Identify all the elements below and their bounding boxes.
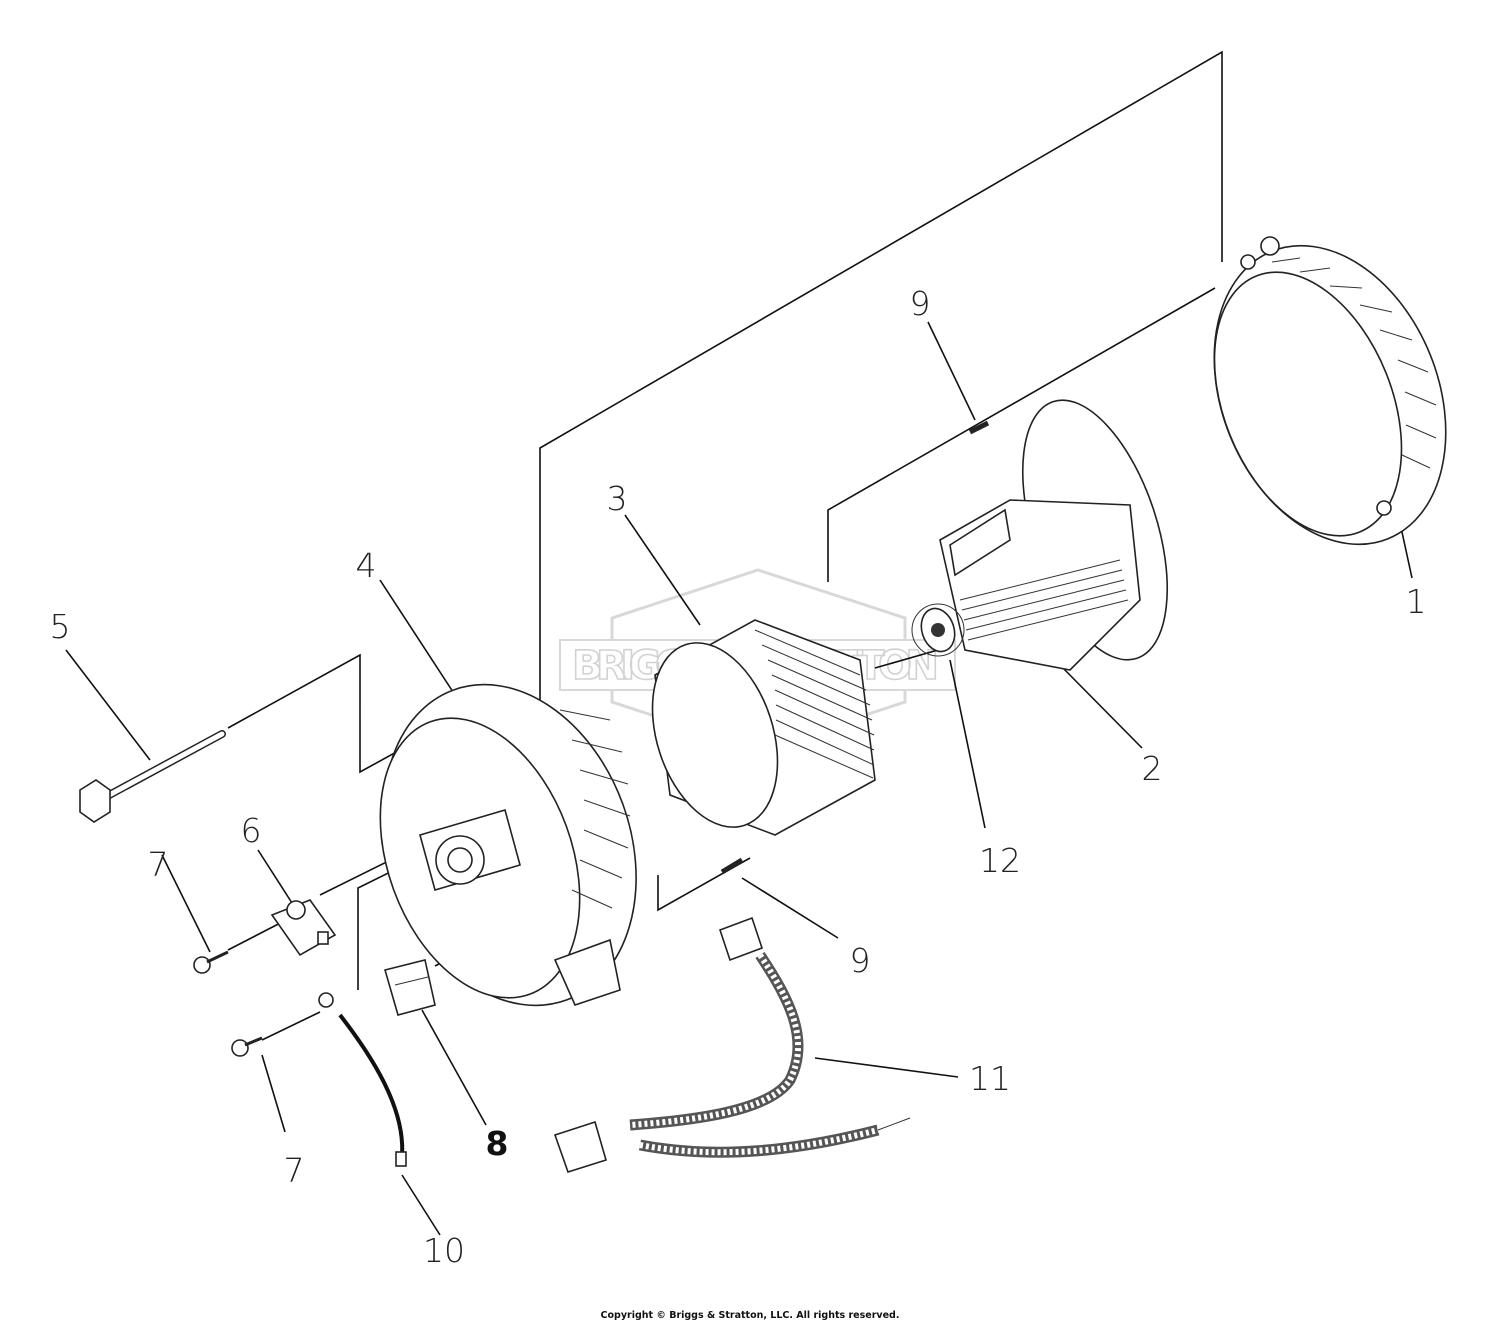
rear-housing-ring-icon xyxy=(1213,236,1447,546)
callout-label: 2 xyxy=(1142,749,1163,788)
wire-harness-icon xyxy=(553,916,911,1173)
screw-icon xyxy=(193,950,229,974)
callout-label: 10 xyxy=(423,1231,465,1270)
stator-coil-icon xyxy=(651,619,876,836)
callout-label: 3 xyxy=(607,479,628,518)
callout-label: 7 xyxy=(284,1151,305,1190)
brush-holder-icon xyxy=(270,899,337,957)
callout-label: 1 xyxy=(1406,582,1427,621)
callout-label: 4 xyxy=(356,546,377,585)
screw-icon xyxy=(231,1036,263,1057)
dowel-pin-icon xyxy=(720,857,744,875)
dowel-pin-icon xyxy=(968,420,990,435)
capacitor-block-icon xyxy=(384,959,436,1016)
rotor-with-fan-icon xyxy=(920,399,1169,671)
bearing-icon xyxy=(911,603,965,657)
ground-wire-icon xyxy=(318,992,407,1167)
callout-label: 5 xyxy=(50,607,71,646)
front-housing-icon xyxy=(379,683,637,1007)
through-bolt-icon xyxy=(79,730,226,823)
copyright-notice: Copyright © Briggs & Stratton, LLC. All … xyxy=(600,1310,900,1321)
callout-label: 12 xyxy=(979,841,1021,880)
callout-label: 9 xyxy=(850,941,871,980)
callout-label: 8 xyxy=(486,1124,509,1163)
callout-label: 9 xyxy=(910,284,931,323)
callout-label: 11 xyxy=(969,1059,1011,1098)
callout-label: 6 xyxy=(241,811,262,850)
callout-label: 7 xyxy=(148,845,169,884)
